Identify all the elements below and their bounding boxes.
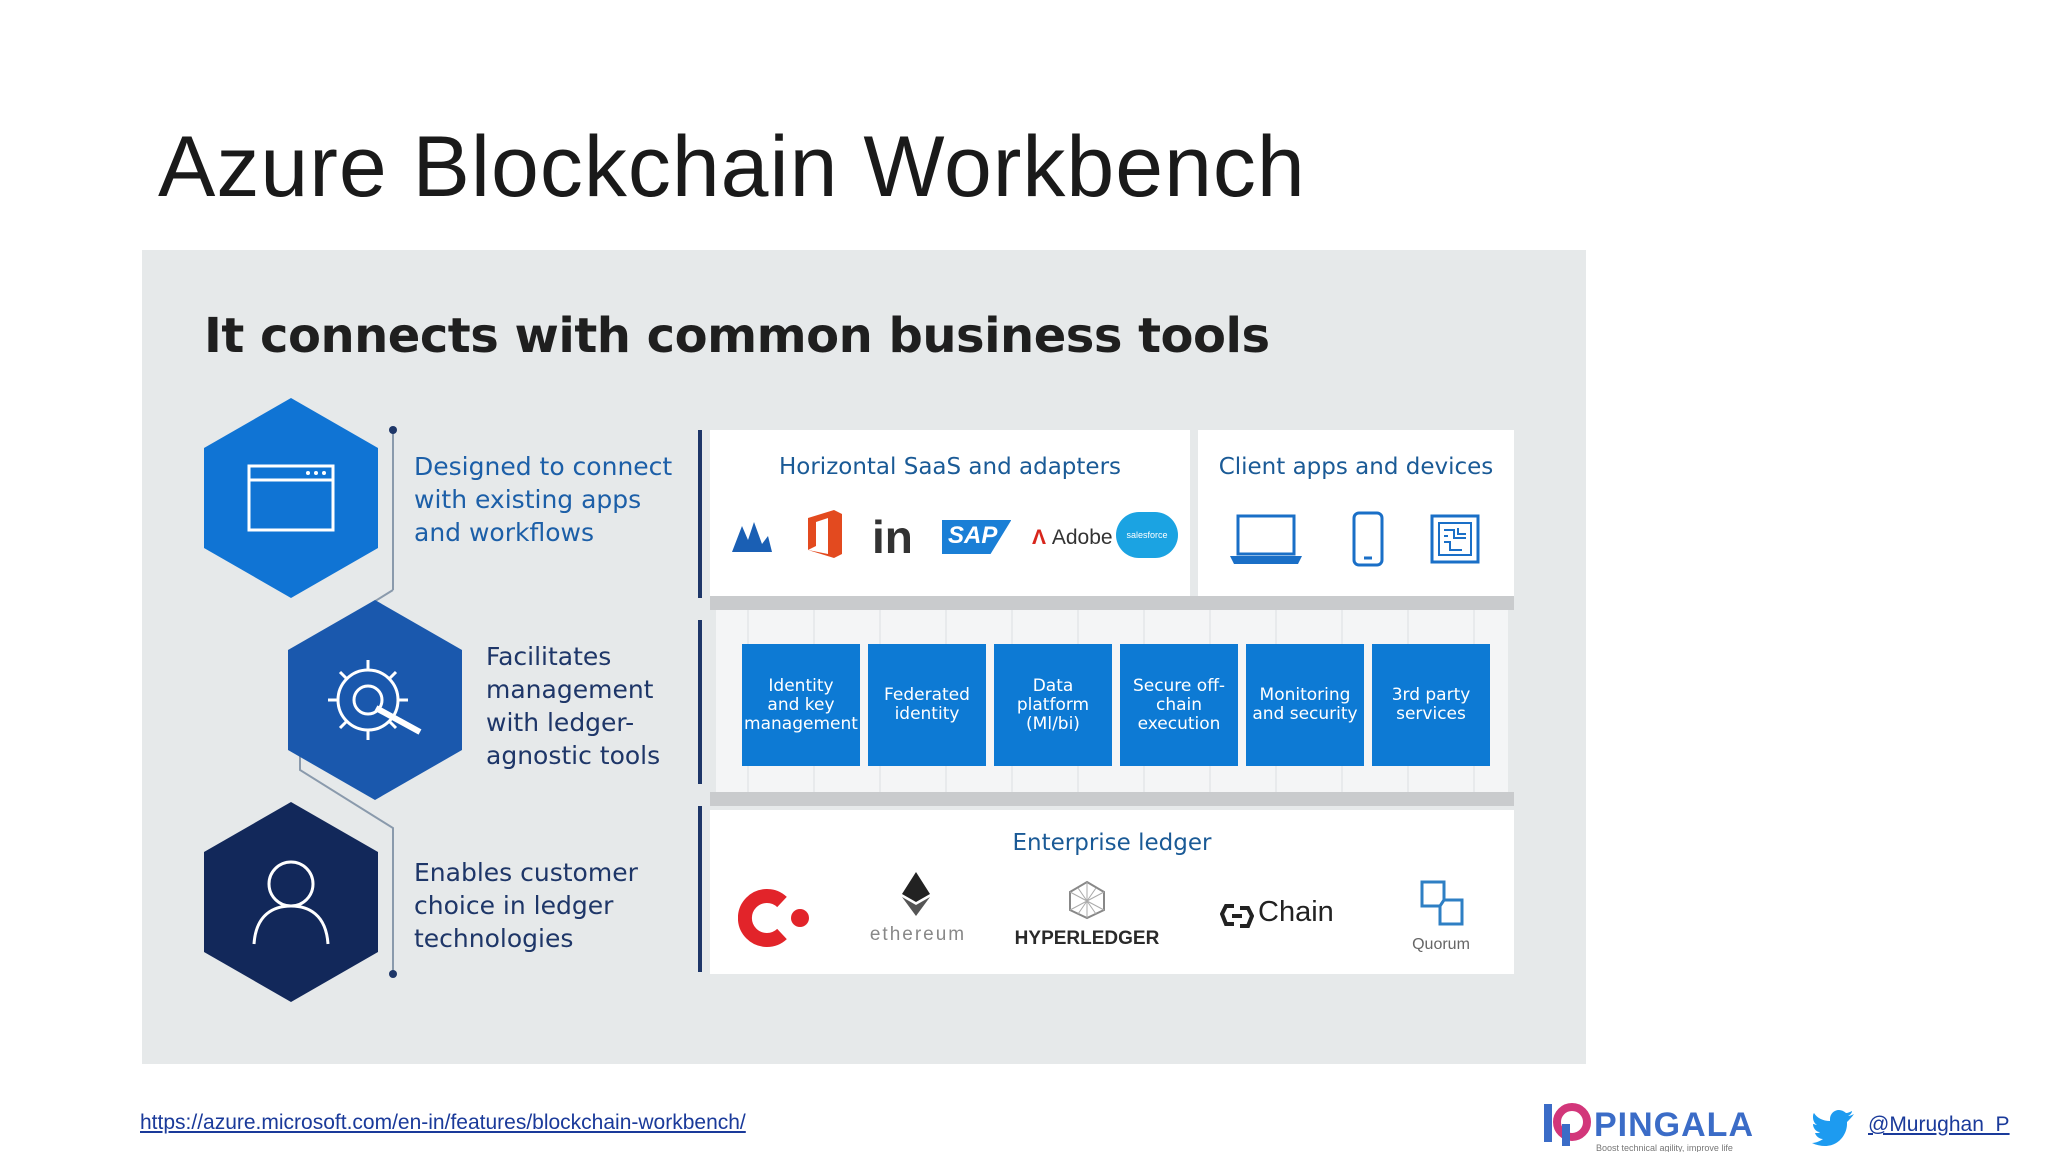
ethereum-logo: ethereum (858, 872, 978, 952)
brand-name: PINGALA (1594, 1106, 1754, 1144)
phone-icon (1352, 511, 1384, 567)
chain-logo-text: Chain (1258, 896, 1334, 928)
iot-chip-icon (1430, 514, 1480, 564)
client-apps-box: Client apps and devices (1198, 430, 1514, 598)
separator-line-ledger (698, 806, 702, 972)
pingala-logo-icon (1544, 1103, 1591, 1146)
brand-tagline: Boost technical agility, improve life (1596, 1143, 1733, 1152)
ethereum-logo-text: ethereum (869, 924, 967, 945)
services-band-top-edge (710, 596, 1514, 610)
service-tile-monitoring: Monitoring and security (1246, 644, 1364, 766)
enterprise-ledger-title: Enterprise ledger (1012, 830, 1212, 856)
quorum-block-icon (1420, 880, 1464, 926)
linkedin-logo-text: in (872, 511, 913, 563)
chain-logo: Chain (1220, 896, 1350, 936)
laptop-icon (1230, 514, 1302, 564)
saas-adapters-title: Horizontal SaaS and adapters (778, 454, 1122, 480)
service-tile-secure-execution: Secure off- chain execution (1120, 644, 1238, 766)
separator-line-services (698, 620, 702, 784)
panel-heading: It connects with common business tools (204, 308, 1270, 364)
adobe-logo-icon: Λ (1032, 526, 1047, 549)
hyperledger-logo-text: HYPERLEDGER (1014, 928, 1160, 949)
salesforce-logo: salesforce (1116, 512, 1178, 558)
client-apps-title: Client apps and devices (1218, 454, 1494, 480)
slide-title: Azure Blockchain Workbench (158, 119, 1306, 215)
sap-logo-text: SAP (942, 520, 1012, 554)
service-tile-third-party: 3rd party services (1372, 644, 1490, 766)
corda-logo-icon (738, 889, 809, 947)
ethereum-diamond-icon (902, 872, 930, 916)
service-tile-federated-identity: Federated identity (868, 644, 986, 766)
source-url-link[interactable]: https://azure.microsoft.com/en-in/featur… (140, 1111, 746, 1134)
app-window-icon (247, 464, 335, 532)
dynamics-logo-icon (732, 522, 772, 552)
quorum-logo-text: Quorum (1412, 936, 1470, 953)
adobe-logo: Λ Adobe (1032, 526, 1113, 549)
feature-hexagon-apps (204, 398, 378, 598)
quorum-logo: Quorum (1396, 880, 1486, 960)
twitter-handle-link[interactable]: @Murughan_P (1868, 1113, 2010, 1136)
hyperledger-mesh-icon (1069, 880, 1105, 920)
hyperledger-logo: HYPERLEDGER (1012, 880, 1162, 960)
chain-link-icon (1220, 904, 1254, 928)
feature-hexagon-management (288, 600, 462, 800)
feature-text-management: Facilitates management with ledger- agno… (486, 642, 661, 770)
feature-hexagon-ledger-choice (204, 802, 378, 1002)
diagram-panel: It connects with common business tools D… (142, 250, 1586, 1064)
user-icon (252, 860, 330, 945)
service-tile-identity: Identity and key management (742, 644, 860, 766)
separator-line-saas (698, 430, 702, 598)
twitter-bird-icon (1812, 1110, 1854, 1146)
office-logo-icon (808, 510, 842, 558)
enterprise-ledger-box: Enterprise ledger ethereum HYPERLEDGER (710, 810, 1514, 974)
service-tile-data-platform: Data platform (Ml/bi) (994, 644, 1112, 766)
saas-adapters-box: Horizontal SaaS and adapters in SAP Λ Ad… (710, 430, 1190, 598)
feature-text-ledger-choice: Enables customer choice in ledger techno… (414, 858, 638, 953)
gear-wrench-icon (328, 660, 422, 740)
feature-text-apps: Designed to connect with existing apps a… (414, 452, 673, 547)
services-band-bottom-edge (710, 792, 1514, 806)
